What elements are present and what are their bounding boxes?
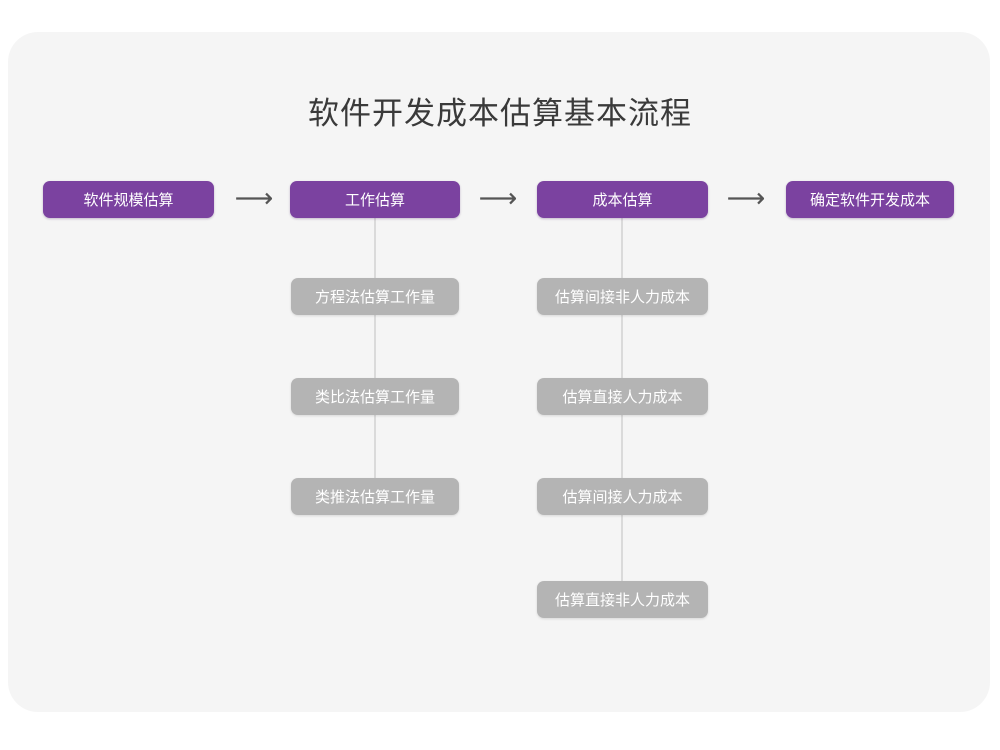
stage-node-2[interactable]: 工作估算: [290, 181, 460, 218]
substep-node-2-1[interactable]: 方程法估算工作量: [291, 278, 459, 315]
card-background: [8, 32, 990, 712]
substep-node-2-3[interactable]: 类推法估算工作量: [291, 478, 459, 515]
stage-node-1[interactable]: 软件规模估算: [43, 181, 214, 218]
arrow-3-icon: ⟶: [726, 183, 766, 214]
stage-node-3[interactable]: 成本估算: [537, 181, 708, 218]
connector-stage-2: [374, 217, 376, 496]
arrow-2-icon: ⟶: [478, 183, 518, 214]
page-title: 软件开发成本估算基本流程: [308, 96, 692, 131]
arrow-1-icon: ⟶: [234, 183, 274, 214]
substep-node-3-1[interactable]: 估算间接非人力成本: [537, 278, 708, 315]
stage-node-4[interactable]: 确定软件开发成本: [786, 181, 954, 218]
substep-node-2-2[interactable]: 类比法估算工作量: [291, 378, 459, 415]
substep-node-3-4[interactable]: 估算直接非人力成本: [537, 581, 708, 618]
substep-node-3-2[interactable]: 估算直接人力成本: [537, 378, 708, 415]
substep-node-3-3[interactable]: 估算间接人力成本: [537, 478, 708, 515]
